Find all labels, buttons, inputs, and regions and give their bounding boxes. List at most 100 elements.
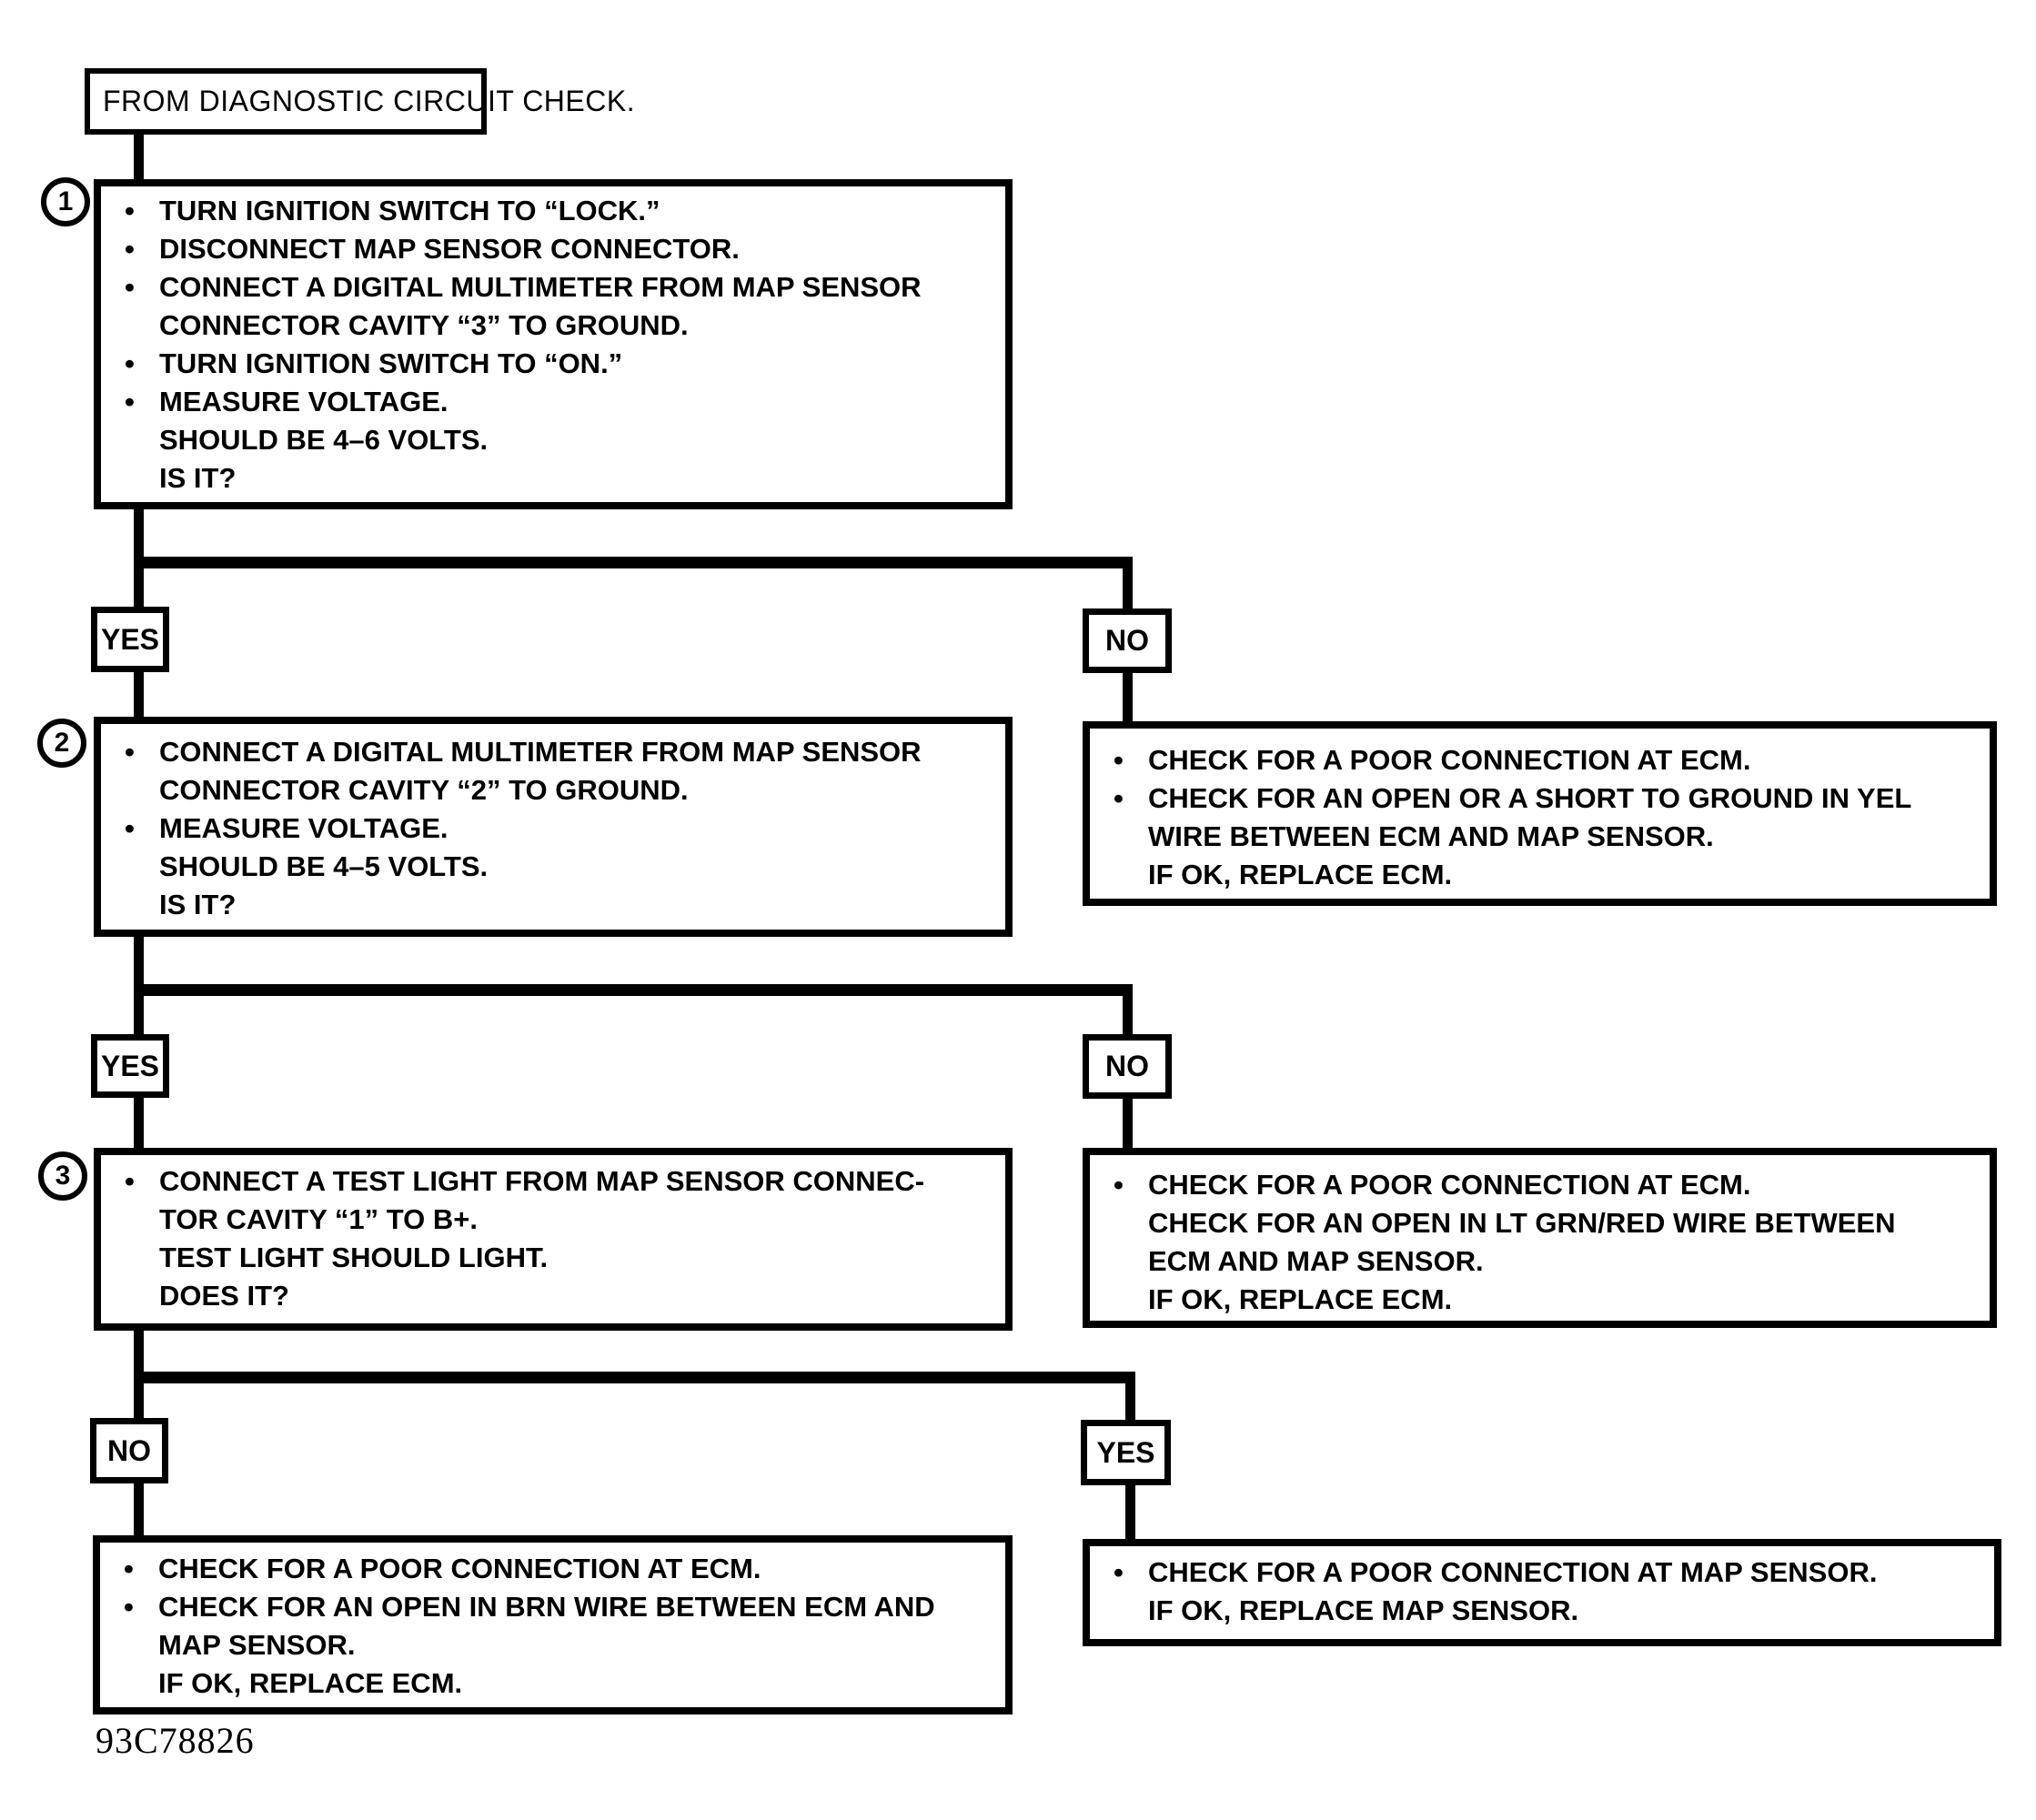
connector-branch3-rail [134, 1372, 1135, 1383]
branch-1-no-tag: NO [1083, 608, 1172, 673]
result-line: • CHECK FOR A POOR CONNECTION AT ECM. [1090, 1166, 1990, 1204]
instruction-line: SHOULD BE 4–5 VOLTS. [101, 848, 1005, 886]
instruction-line: CONNECTOR CAVITY “3” TO GROUND. [101, 307, 1005, 345]
result-line: IF OK, REPLACE ECM. [1090, 856, 1990, 894]
result-text: IF OK, REPLACE ECM. [1148, 859, 1453, 890]
result-line: • CHECK FOR A POOR CONNECTION AT MAP SENS… [1090, 1554, 1994, 1592]
instruction-text: CONNECTOR CAVITY “2” TO GROUND. [159, 774, 689, 806]
result-text: MAP SENSOR. [158, 1629, 356, 1661]
result-text: IF OK, REPLACE ECM. [1148, 1283, 1453, 1315]
result-line: ECM AND MAP SENSOR. [1090, 1242, 1990, 1281]
instruction-text: CONNECTOR CAVITY “3” TO GROUND. [159, 309, 689, 341]
connector-branch1-rail [134, 557, 1133, 568]
step-2-number-badge: 2 [37, 719, 86, 768]
result-line: MAP SENSOR. [100, 1626, 1005, 1664]
branch-2-no-tag: NO [1083, 1034, 1172, 1099]
branch-label: YES [100, 622, 160, 656]
connector-branch3-right-drop [1125, 1372, 1135, 1425]
instruction-line: •CONNECT A DIGITAL MULTIMETER FROM MAP S… [101, 268, 1005, 307]
connector-start-to-step1 [134, 133, 144, 182]
result-line: WIRE BETWEEN ECM AND MAP SENSOR. [1090, 818, 1990, 856]
result-line: • CHECK FOR AN OPEN OR A SHORT TO GROUND … [1090, 779, 1990, 818]
instruction-line: SHOULD BE 4–6 VOLTS. [101, 421, 1005, 459]
result-text: ECM AND MAP SENSOR. [1148, 1245, 1484, 1277]
bullet-icon: • [1114, 744, 1124, 776]
connector-no3-to-result [134, 1479, 144, 1541]
branch-2-yes-tag: YES [91, 1034, 169, 1098]
instruction-line: TOR CAVITY “1” TO B+. [101, 1201, 1005, 1239]
instruction-line: DOES IT? [101, 1277, 1005, 1315]
bullet-icon: • [125, 195, 135, 226]
result-text: CHECK FOR A POOR CONNECTION AT ECM. [1148, 1169, 1751, 1201]
instruction-text: SHOULD BE 4–6 VOLTS. [159, 424, 489, 456]
result-text: CHECK FOR A POOR CONNECTION AT MAP SENSO… [1148, 1556, 1878, 1588]
branch-label: YES [1096, 1435, 1155, 1469]
result-text: CHECK FOR AN OPEN IN LT GRN/RED WIRE BET… [1148, 1207, 1896, 1239]
figure-id: 93C78826 [96, 1720, 255, 1761]
bullet-icon: • [125, 233, 135, 265]
instruction-text: TOR CAVITY “1” TO B+. [159, 1203, 478, 1235]
instruction-line: •CONNECT A TEST LIGHT FROM MAP SENSOR CO… [101, 1162, 1005, 1201]
instruction-text: SHOULD BE 4–5 VOLTS. [159, 850, 489, 882]
branch-3-no-tag: NO [90, 1418, 168, 1483]
step1-no-result-box: •CHECK FOR A POOR CONNECTION AT ECM. • CH… [1083, 721, 1997, 906]
instruction-text: MEASURE VOLTAGE. [159, 386, 449, 417]
result-text: CHECK FOR AN OPEN OR A SHORT TO GROUND I… [1148, 782, 1912, 814]
result-text: CHECK FOR A POOR CONNECTION AT ECM. [158, 1553, 761, 1584]
step-1-number-badge: 1 [41, 177, 90, 226]
result-line: IF OK, REPLACE MAP SENSOR. [1090, 1592, 1994, 1630]
start-node: FROM DIAGNOSTIC CIRCUIT CHECK. [85, 68, 635, 135]
instruction-line: •MEASURE VOLTAGE. [101, 809, 1005, 848]
bullet-icon: • [124, 1591, 134, 1623]
instruction-line: TEST LIGHT SHOULD LIGHT. [101, 1239, 1005, 1277]
step-2-number: 2 [54, 728, 70, 758]
connector-branch1-right-drop [1123, 557, 1133, 614]
result-line: IF OK, REPLACE ECM. [1090, 1281, 1990, 1319]
instruction-text: CONNECT A DIGITAL MULTIMETER FROM MAP SE… [159, 271, 922, 303]
step2-no-result-box: • CHECK FOR A POOR CONNECTION AT ECM. CHE… [1083, 1148, 1997, 1328]
result-text: WIRE BETWEEN ECM AND MAP SENSOR. [1148, 820, 1714, 852]
bullet-icon: • [124, 1553, 134, 1584]
instruction-text: CONNECT A TEST LIGHT FROM MAP SENSOR CON… [159, 1165, 925, 1197]
bullet-icon: • [1114, 1556, 1124, 1588]
connector-yes2-to-step3 [134, 1093, 144, 1153]
step3-no-result-box: • CHECK FOR A POOR CONNECTION AT ECM. •CH… [93, 1535, 1013, 1714]
branch-label: NO [107, 1433, 151, 1467]
instruction-line: • CONNECT A DIGITAL MULTIMETER FROM MAP S… [101, 733, 1005, 771]
instruction-text: TURN IGNITION SWITCH TO “LOCK.” [159, 195, 660, 226]
branch-1-yes-tag: YES [91, 607, 169, 672]
result-line: •CHECK FOR A POOR CONNECTION AT ECM. [1090, 741, 1990, 779]
step-3-number: 3 [55, 1161, 71, 1191]
result-line: IF OK, REPLACE ECM. [100, 1664, 1005, 1703]
bullet-icon: • [1114, 782, 1124, 814]
instruction-line: IS IT? [101, 886, 1005, 924]
instruction-line: IS IT? [101, 459, 1005, 498]
step-2-box: • CONNECT A DIGITAL MULTIMETER FROM MAP S… [94, 717, 1013, 937]
instruction-text: CONNECT A DIGITAL MULTIMETER FROM MAP SE… [159, 736, 922, 768]
step-3-box: •CONNECT A TEST LIGHT FROM MAP SENSOR CO… [94, 1148, 1013, 1331]
step-1-number: 1 [57, 186, 74, 216]
instruction-line: CONNECTOR CAVITY “2” TO GROUND. [101, 771, 1005, 809]
connector-yes3-to-result [1125, 1481, 1135, 1544]
connector-no2-to-result [1123, 1094, 1133, 1152]
bullet-icon: • [125, 736, 135, 768]
instruction-text: IS IT? [159, 889, 237, 920]
result-line: •CHECK FOR AN OPEN IN BRN WIRE BETWEEN E… [100, 1588, 1005, 1626]
instruction-line: •TURN IGNITION SWITCH TO “ON.” [101, 345, 1005, 383]
step3-yes-result-box: • CHECK FOR A POOR CONNECTION AT MAP SENS… [1083, 1539, 2001, 1646]
branch-label: NO [1105, 624, 1149, 657]
instruction-text: DOES IT? [159, 1280, 289, 1312]
branch-label: NO [1105, 1050, 1149, 1082]
step-1-box: • TURN IGNITION SWITCH TO “LOCK.” • DISCON… [94, 179, 1013, 509]
instruction-text: TEST LIGHT SHOULD LIGHT. [159, 1242, 549, 1273]
step-3-number-badge: 3 [38, 1151, 87, 1201]
instruction-text: DISCONNECT MAP SENSOR CONNECTOR. [159, 233, 740, 265]
bullet-icon: • [1114, 1169, 1124, 1201]
instruction-line: • DISCONNECT MAP SENSOR CONNECTOR. [101, 230, 1005, 268]
instruction-text: IS IT? [159, 462, 237, 494]
bullet-icon: • [125, 812, 135, 844]
result-text: IF OK, REPLACE ECM. [158, 1667, 463, 1699]
connector-branch2-right-drop [1123, 984, 1133, 1040]
bullet-icon: • [125, 386, 135, 417]
